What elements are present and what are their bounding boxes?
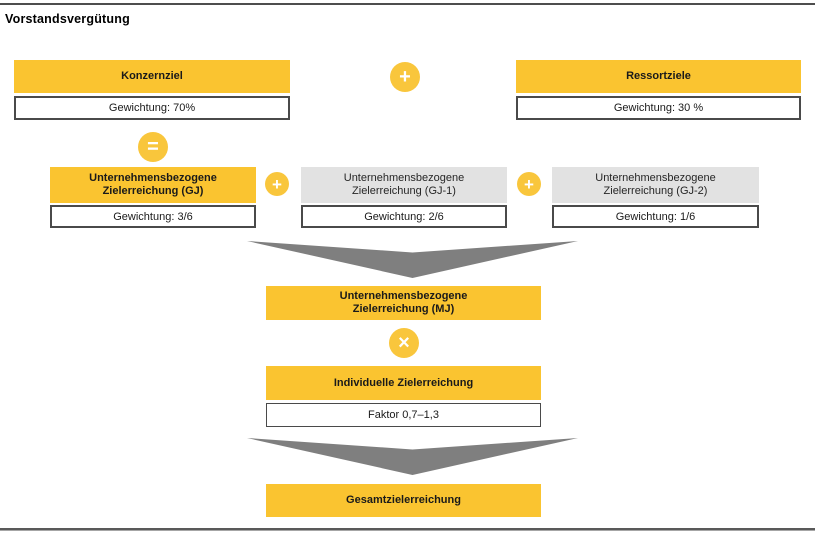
zielerreichung-gj-label: Unternehmensbezogene Zielerreichung (GJ) [89,172,217,197]
gesamtzielerreichung-box: Gesamtzielerreichung [266,484,541,517]
konzernziel-label: Konzernziel [121,70,183,82]
konzernziel-weight-box: Gewichtung: 70% [14,96,290,120]
plus-glyph: + [524,174,534,194]
zielerreichung-gj2-box: Unternehmensbezogene Zielerreichung (GJ-… [552,167,759,203]
zielerreichung-gj1-label: Unternehmensbezogene Zielerreichung (GJ-… [343,172,465,197]
konzernziel-weight-label: Gewichtung: 70% [108,102,196,114]
zielerreichung-gj2-weight-label: Gewichtung: 1/6 [615,210,696,223]
arrow-down-icon [247,241,578,278]
zielerreichung-gj1-box: Unternehmensbezogene Zielerreichung (GJ-… [301,167,507,203]
individuelle-zielerreichung-box: Individuelle Zielerreichung [266,366,541,400]
top-divider [0,3,815,5]
ressortziele-weight-box: Gewichtung: 30 % [516,96,801,120]
multiply-glyph: × [398,332,410,354]
equals-icon: = [138,132,168,162]
plus-glyph: + [399,66,411,88]
zielerreichung-mj-label: Unternehmensbezogene Zielerreichung (MJ) [339,290,468,315]
plus-icon: + [517,172,541,196]
ressortziele-label: Ressortziele [626,70,691,82]
zielerreichung-gj2-label: Unternehmensbezogene Zielerreichung (GJ-… [595,172,716,197]
ressortziele-box: Ressortziele [516,60,801,93]
zielerreichung-gj-weight-box: Gewichtung: 3/6 [50,205,256,228]
zielerreichung-gj2-weight-box: Gewichtung: 1/6 [552,205,759,228]
arrow-down-icon [247,438,578,475]
zielerreichung-gj-weight-label: Gewichtung: 3/6 [113,210,193,223]
plus-icon: + [265,172,289,196]
plus-icon: + [390,62,420,92]
individuelle-zielerreichung-label: Individuelle Zielerreichung [333,376,474,389]
faktor-label: Faktor 0,7–1,3 [368,409,439,421]
multiply-icon: × [389,328,419,358]
bottom-divider [0,528,815,531]
equals-glyph: = [147,136,159,158]
page-title: Vorstandsvergütung [5,12,130,26]
zielerreichung-gj1-weight-label: Gewichtung: 2/6 [364,210,444,223]
zielerreichung-gj-box: Unternehmensbezogene Zielerreichung (GJ) [50,167,256,203]
plus-glyph: + [272,174,282,194]
gesamtzielerreichung-label: Gesamtzielerreichung [346,494,461,506]
konzernziel-box: Konzernziel [14,60,290,93]
ressortziele-weight-label: Gewichtung: 30 % [613,102,704,114]
zielerreichung-gj1-weight-box: Gewichtung: 2/6 [301,205,507,228]
zielerreichung-mj-box: Unternehmensbezogene Zielerreichung (MJ) [266,286,541,320]
faktor-box: Faktor 0,7–1,3 [266,403,541,427]
